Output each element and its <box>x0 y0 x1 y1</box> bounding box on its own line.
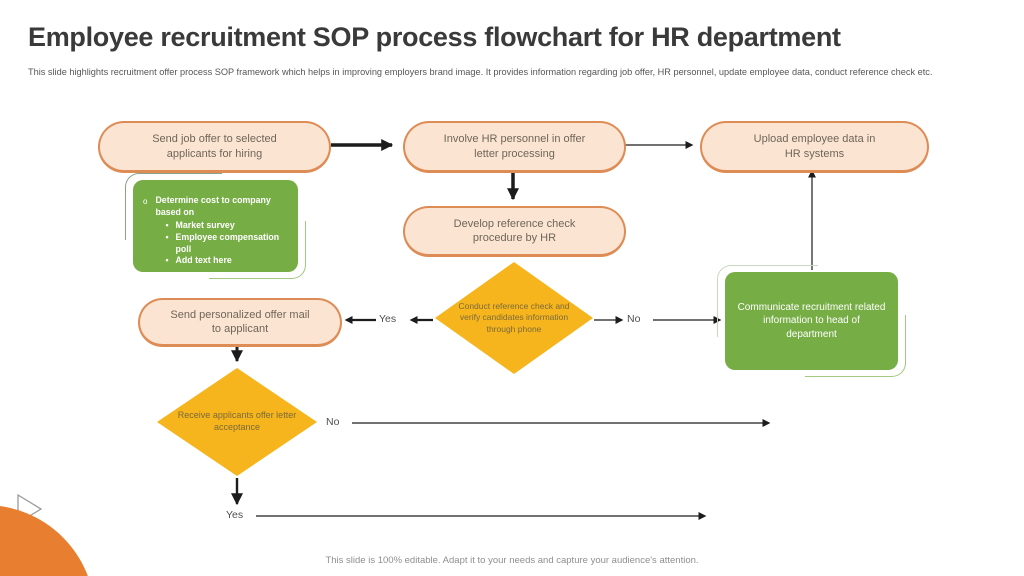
label-yes-top: Yes <box>379 313 397 325</box>
node-label: Upload employee data in HR systems <box>753 133 876 160</box>
node-develop-reference-check: Develop reference check procedure by HR <box>403 206 626 257</box>
node-label: Communicate recruitment related informat… <box>737 301 886 340</box>
note-sub-item: • Add text here <box>155 255 290 267</box>
node-label: Involve HR personnel in offer letter pro… <box>443 133 586 160</box>
note-sub-item-label: Add text here <box>175 255 232 266</box>
node-label: Develop reference check procedure by HR <box>453 217 576 244</box>
node-label: Send job offer to selected applicants fo… <box>152 133 277 160</box>
label-no-top: No <box>627 313 641 325</box>
sub-bullet-marker: • <box>165 219 169 230</box>
note-bullet-marker: o <box>143 197 148 206</box>
label-yes-bottom: Yes <box>226 509 244 521</box>
note-text: Determine cost to company based on <box>155 195 271 217</box>
node-label: Conduct reference check and verify candi… <box>458 301 570 334</box>
slide-footer: This slide is 100% editable. Adapt it to… <box>325 555 699 566</box>
node-upload-employee-data: Upload employee data in HR systems <box>700 121 929 173</box>
note-sub-item: • Market survey <box>155 220 290 232</box>
note-sub-item: • Employee compensation poll <box>155 232 290 256</box>
note-box-determine-cost: o Determine cost to company based on • M… <box>125 173 306 279</box>
decision-conduct-reference-check: Conduct reference check and verify candi… <box>435 262 593 374</box>
sub-bullet-marker: • <box>165 231 169 242</box>
decision-receive-acceptance: Receive applicants offer letter acceptan… <box>157 368 317 476</box>
node-communicate-recruitment: Communicate recruitment related informat… <box>717 265 906 377</box>
node-label: Receive applicants offer letter acceptan… <box>177 410 297 432</box>
note-sub-item-label: Employee compensation poll <box>175 231 280 254</box>
slide-subtitle: This slide highlights recruitment offer … <box>28 67 933 77</box>
page-title: Employee recruitment SOP process flowcha… <box>28 22 841 52</box>
label-no-bottom: No <box>326 416 340 428</box>
note-sub-item-label: Market survey <box>175 219 235 230</box>
node-label: Send personalized offer mail to applican… <box>170 308 310 335</box>
sub-bullet-marker: • <box>165 255 169 266</box>
node-involve-hr: Involve HR personnel in offer letter pro… <box>403 121 626 173</box>
node-send-personalized-offer: Send personalized offer mail to applican… <box>138 298 342 347</box>
node-send-job-offer: Send job offer to selected applicants fo… <box>98 121 331 173</box>
